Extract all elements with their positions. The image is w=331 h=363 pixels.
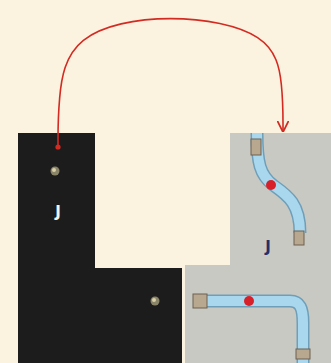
game-tile: J <box>185 133 331 363</box>
pipe-edge <box>257 133 300 233</box>
pipe-edge <box>199 301 303 363</box>
tile-shape <box>18 133 182 363</box>
tile-letter: J <box>55 203 61 221</box>
tile-letter: J <box>265 238 271 256</box>
tile-shape <box>185 133 331 363</box>
pipe-fitting <box>294 231 304 245</box>
game-tile: J <box>18 133 182 363</box>
pipe-fitting <box>296 349 310 359</box>
screw <box>151 297 160 306</box>
tile-outline <box>185 133 331 363</box>
curved-arrow <box>58 19 283 147</box>
pipe-fitting <box>251 139 261 155</box>
tile-outline <box>18 133 182 363</box>
valve <box>244 296 254 306</box>
pipe-fitting <box>193 294 207 308</box>
arrow-tail-dot <box>55 144 60 149</box>
pipe <box>257 133 300 233</box>
pipe <box>199 301 303 363</box>
screw <box>51 167 60 176</box>
valve <box>266 180 276 190</box>
